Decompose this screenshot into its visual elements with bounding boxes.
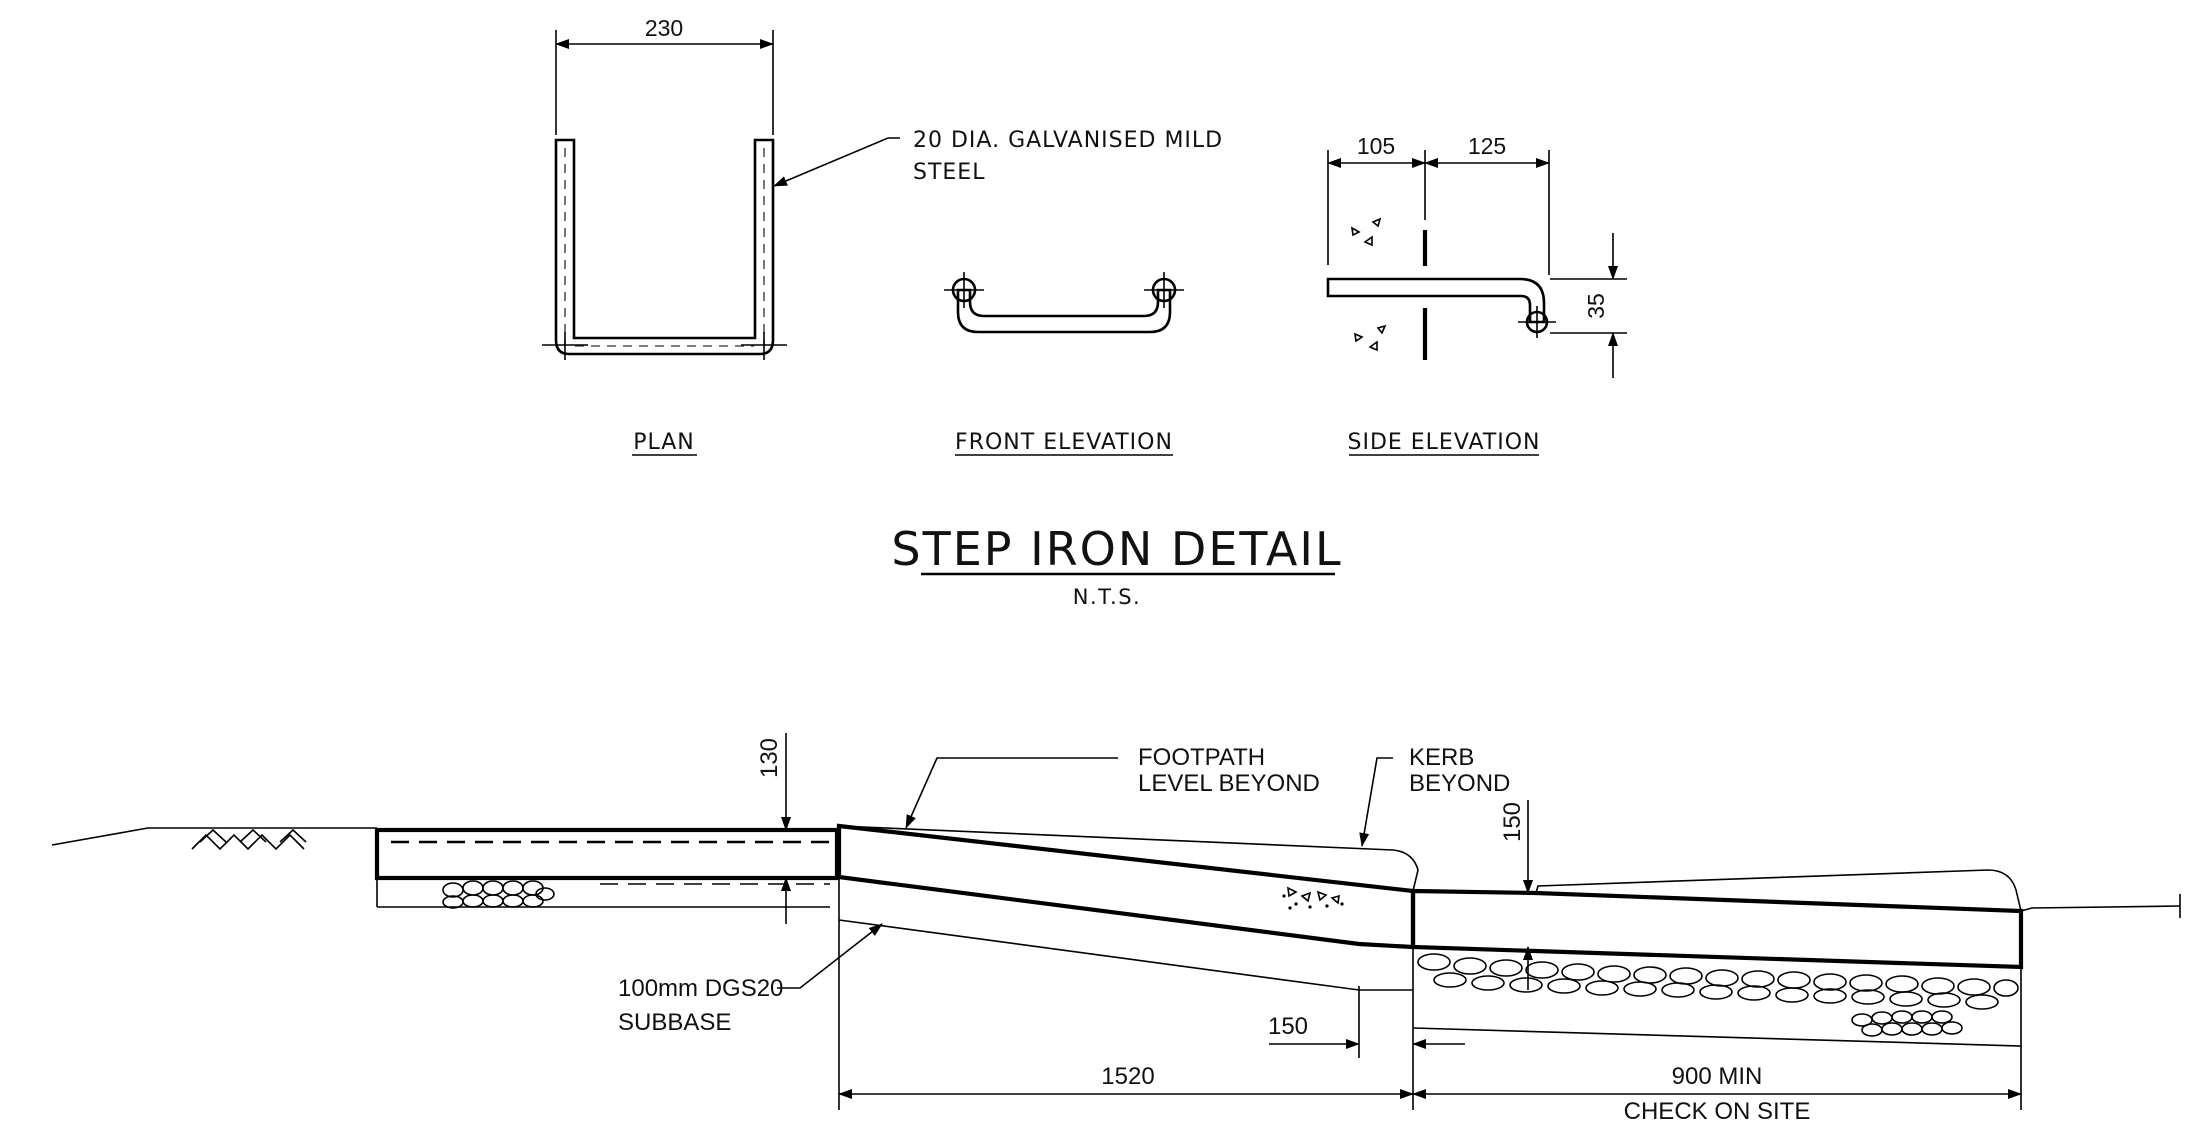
ramp-subbase (838, 919, 1413, 991)
kerb-slab (1410, 888, 2024, 970)
kerb-label-line1: KERB (1409, 744, 1474, 771)
side-bar (1326, 277, 1546, 324)
detail-title: STEP IRON DETAIL (891, 522, 1342, 576)
kerb-leader (1359, 757, 1393, 847)
projection-label: 125 (1468, 133, 1506, 159)
kerb-beyond-line (1535, 869, 2022, 912)
concrete-hatch-lower (1354, 324, 1387, 352)
kerb-height-label: 150 (1499, 802, 1526, 842)
concrete-hatch-upper (1350, 217, 1382, 247)
plan-width-label: 230 (645, 15, 683, 41)
concrete-specks (1282, 886, 1344, 910)
subbase-leader (777, 923, 883, 989)
footpath-label-line2: LEVEL BEYOND (1138, 770, 1320, 797)
plan-view: 230 20 DIA. GALVANISED MILD STEEL PLAN (542, 15, 1223, 456)
ground-line (51, 827, 377, 846)
kerb-label-line2: BEYOND (1409, 770, 1510, 797)
front-bar (956, 288, 1172, 334)
apron-note-label: CHECK ON SITE (1624, 1098, 1811, 1125)
material-leader (773, 137, 900, 187)
front-elevation-label: FRONT ELEVATION (955, 430, 1173, 455)
material-note-line2: STEEL (913, 160, 985, 185)
ramp-slab (836, 823, 1416, 950)
toe-width-label: 150 (1268, 1013, 1308, 1040)
ramp-section: 130 (51, 733, 2181, 1125)
plan-u-bar (554, 138, 775, 356)
cobble-hatch (1417, 953, 2019, 1010)
apron-length-label: 900 MIN (1672, 1063, 1763, 1090)
footpath-leader (905, 757, 1118, 829)
ground-hatch (191, 828, 307, 851)
side-elevation-view: 105 125 35 SIDE ELEVATION (1326, 133, 1627, 456)
footpath-label-line1: FOOTPATH (1138, 744, 1265, 771)
drop-label: 35 (1583, 293, 1609, 319)
aggregate-cluster-left (442, 880, 555, 909)
embed-label: 105 (1357, 133, 1395, 159)
slab-thickness-label: 130 (756, 738, 783, 778)
footpath-level-line (838, 825, 1419, 892)
plan-label: PLAN (633, 430, 695, 455)
ramp-length-label: 1520 (1101, 1063, 1154, 1090)
side-elevation-label: SIDE ELEVATION (1347, 430, 1540, 455)
front-elevation-view: FRONT ELEVATION (944, 272, 1184, 456)
subbase-label-line1: 100mm DGS20 (618, 975, 783, 1002)
aggregate-cluster-right (1851, 1010, 1963, 1037)
material-note-line1: 20 DIA. GALVANISED MILD (913, 128, 1223, 153)
existing-slab (374, 827, 840, 881)
scale-note: N.T.S. (1073, 585, 1141, 609)
subbase-label-line2: SUBBASE (618, 1009, 731, 1036)
